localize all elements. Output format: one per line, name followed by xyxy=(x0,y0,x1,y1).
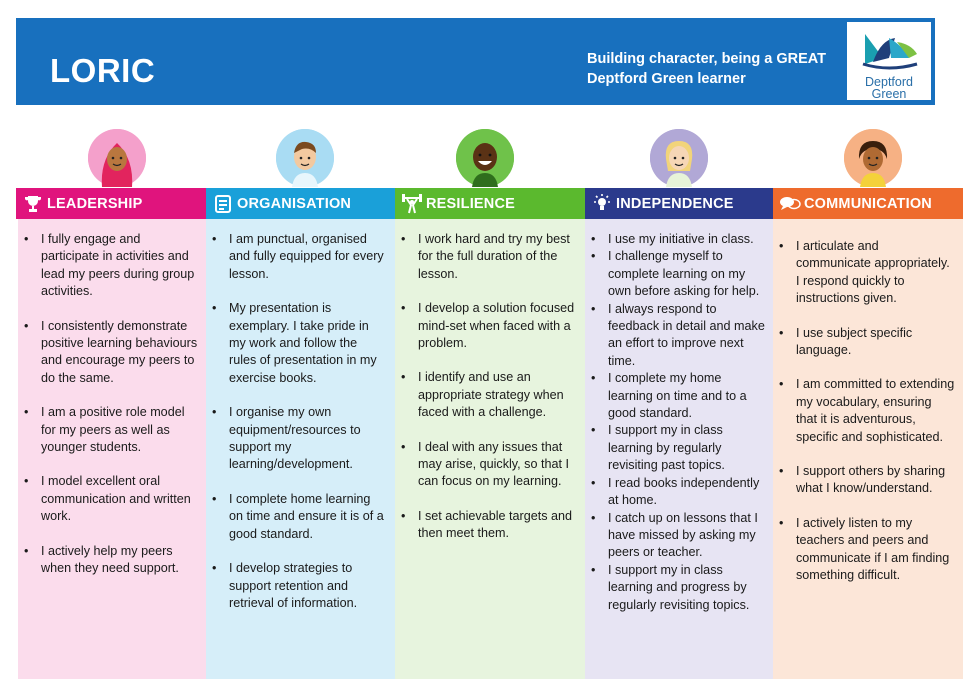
leadership-title: LEADERSHIP xyxy=(47,195,143,212)
tagline: Building character, being a GREAT Deptfo… xyxy=(587,49,837,89)
organisation-header: ORGANISATION xyxy=(206,188,395,219)
logo-text-1: Deptford xyxy=(865,75,913,89)
list-item: I use subject specific language. xyxy=(773,325,963,360)
lightbulb-icon xyxy=(591,193,613,215)
list-item: I identify and use an appropriate strate… xyxy=(395,369,585,421)
list-item: I challenge myself to complete learning … xyxy=(585,248,773,300)
speech-bubbles-icon xyxy=(779,193,801,215)
list-item: I am committed to extending my vocabular… xyxy=(773,376,963,446)
list-item: I actively listen to my teachers and pee… xyxy=(773,515,963,585)
list-item: I develop strategies to support retentio… xyxy=(206,560,395,612)
logo-text-2: Green xyxy=(871,87,907,101)
leadership-avatar xyxy=(88,129,146,187)
list-item: I consistently demonstrate positive lear… xyxy=(18,318,206,388)
communication-title: COMMUNICATION xyxy=(804,195,932,212)
independence-header: INDEPENDENCE xyxy=(585,188,773,219)
organisation-title: ORGANISATION xyxy=(237,195,352,212)
leadership-header: LEADERSHIP xyxy=(16,188,206,219)
list-item: I catch up on lessons that I have missed… xyxy=(585,510,773,562)
independence-body: I use my initiative in class. I challeng… xyxy=(585,219,773,679)
resilience-avatar xyxy=(456,129,514,187)
list-item: I read books independently at home. xyxy=(585,475,773,510)
list-item: I support others by sharing what I know/… xyxy=(773,463,963,498)
list-item: I articulate and communicate appropriate… xyxy=(773,238,963,308)
list-item: I actively help my peers when they need … xyxy=(18,543,206,578)
list-item: I complete home learning on time and ens… xyxy=(206,491,395,543)
page-title: LORIC xyxy=(50,52,156,89)
list-item: I work hard and try my best for the full… xyxy=(395,231,585,283)
tagline-line-1: Building character, being a GREAT xyxy=(587,51,827,67)
organisation-avatar xyxy=(276,129,334,187)
list-item: I set achievable targets and then meet t… xyxy=(395,508,585,543)
resilience-body: I work hard and try my best for the full… xyxy=(395,219,585,679)
header-banner: LORIC Building character, being a GREAT … xyxy=(16,18,935,105)
resilience-list: I work hard and try my best for the full… xyxy=(395,219,585,543)
leadership-list: I fully engage and participate in activi… xyxy=(18,219,206,578)
list-item: I fully engage and participate in activi… xyxy=(18,231,206,301)
communication-list: I articulate and communicate appropriate… xyxy=(773,219,963,585)
resilience-title: RESILIENCE xyxy=(426,195,516,212)
leadership-body: I fully engage and participate in activi… xyxy=(18,219,206,679)
list-item: I am punctual, organised and fully equip… xyxy=(206,231,395,283)
list-item: I develop a solution focused mind-set wh… xyxy=(395,300,585,352)
organisation-body: I am punctual, organised and fully equip… xyxy=(206,219,395,679)
planner-icon xyxy=(212,193,234,215)
sails-logo-icon xyxy=(862,34,918,70)
organisation-list: I am punctual, organised and fully equip… xyxy=(206,219,395,612)
tagline-line-2: Deptford Green learner xyxy=(587,71,746,87)
list-item: I support my in class learning by regula… xyxy=(585,422,773,474)
communication-header: COMMUNICATION xyxy=(773,188,963,219)
list-item: I organise my own equipment/resources to… xyxy=(206,404,395,474)
list-item: I am a positive role model for my peers … xyxy=(18,404,206,456)
list-item: I model excellent oral communication and… xyxy=(18,473,206,525)
list-item: I complete my home learning on time and … xyxy=(585,370,773,422)
weightlifter-icon xyxy=(401,193,423,215)
list-item: I deal with any issues that may arise, q… xyxy=(395,439,585,491)
independence-list: I use my initiative in class. I challeng… xyxy=(585,219,773,614)
school-logo: Deptford Green xyxy=(845,20,933,102)
independence-avatar xyxy=(650,129,708,187)
list-item: I use my initiative in class. xyxy=(585,231,773,249)
list-item: I support my in class learning and progr… xyxy=(585,562,773,614)
list-item: I always respond to feedback in detail a… xyxy=(585,301,773,371)
communication-body: I articulate and communicate appropriate… xyxy=(773,219,963,679)
independence-title: INDEPENDENCE xyxy=(616,195,734,212)
resilience-header: RESILIENCE xyxy=(395,188,585,219)
trophy-icon xyxy=(22,193,44,215)
communication-avatar xyxy=(844,129,902,187)
list-item: My presentation is exemplary. I take pri… xyxy=(206,300,395,387)
